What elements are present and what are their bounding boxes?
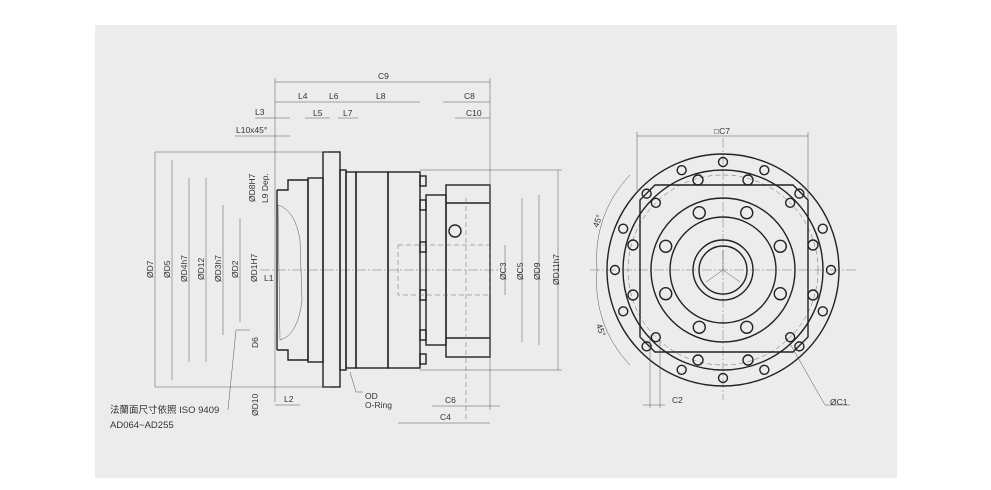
front-view: □C7 45° 45° C2 ØC1 bbox=[590, 126, 858, 408]
side-view-labels: C9 L4 L6 L8 C8 L3 L5 L7 C10 L10x45° ØD7 … bbox=[110, 71, 561, 431]
mounting-hole bbox=[609, 264, 621, 276]
dim-c8: C8 bbox=[464, 91, 475, 101]
dim-d6: D6 bbox=[250, 337, 260, 348]
bolt-head-icon bbox=[627, 289, 639, 301]
socket-screw-icon bbox=[773, 239, 787, 253]
dim-d2: ØD2 bbox=[230, 260, 240, 278]
dim-l4: L4 bbox=[298, 91, 308, 101]
dim-l3: L3 bbox=[255, 107, 265, 117]
dim-l6: L6 bbox=[329, 91, 339, 101]
mounting-hole bbox=[650, 197, 662, 209]
dim-c1: ØC1 bbox=[830, 397, 848, 407]
angle-45-lower: 45° bbox=[594, 322, 608, 338]
dim-c10: C10 bbox=[466, 108, 482, 118]
socket-screw-icon bbox=[740, 320, 754, 334]
socket-screw-icon bbox=[659, 239, 673, 253]
socket-screw-icon bbox=[659, 287, 673, 301]
mounting-hole bbox=[825, 264, 837, 276]
dim-d1: ØD1H7 bbox=[249, 253, 259, 282]
mounting-hole bbox=[618, 306, 629, 317]
dim-l10: L10x45° bbox=[236, 125, 267, 135]
dim-l9: L9 Dep. bbox=[260, 173, 270, 203]
dim-c6: C6 bbox=[445, 395, 456, 405]
dim-c9: C9 bbox=[378, 71, 389, 81]
dim-l5: L5 bbox=[313, 108, 323, 118]
mounting-hole bbox=[759, 165, 770, 176]
angle-45-upper: 45° bbox=[590, 213, 604, 229]
mounting-hole bbox=[641, 188, 652, 199]
mounting-hole bbox=[759, 364, 770, 375]
dim-d11: ØD11h7 bbox=[551, 254, 561, 285]
iso-note: 法蘭面尺寸依照 ISO 9409 bbox=[110, 404, 219, 416]
dim-d9: ØD9 bbox=[532, 262, 542, 280]
dim-d7: ØD7 bbox=[145, 260, 155, 278]
mounting-hole bbox=[618, 223, 629, 234]
bolt-head-icon bbox=[807, 289, 819, 301]
socket-screw-icon bbox=[692, 320, 706, 334]
bolt-head-icon bbox=[627, 239, 639, 251]
mounting-hole bbox=[641, 341, 652, 352]
grease-nipple-icon bbox=[448, 224, 462, 238]
dim-l7: L7 bbox=[343, 108, 353, 118]
mounting-hole bbox=[817, 306, 828, 317]
label-od: OD bbox=[365, 391, 378, 401]
socket-screw-icon bbox=[773, 287, 787, 301]
socket-screw-icon bbox=[740, 206, 754, 220]
dim-d5: ØD5 bbox=[162, 260, 172, 278]
side-view bbox=[154, 78, 562, 424]
dim-d3: ØD3h7 bbox=[213, 255, 223, 282]
model-range: AD064~AD255 bbox=[110, 420, 174, 431]
dim-l8: L8 bbox=[376, 91, 386, 101]
dim-d4: ØD4h7 bbox=[179, 255, 189, 282]
socket-screw-icon bbox=[692, 206, 706, 220]
mounting-hole bbox=[784, 197, 796, 209]
mounting-hole bbox=[794, 188, 805, 199]
bolt-head-icon bbox=[692, 174, 704, 186]
bolt-head-icon bbox=[742, 354, 754, 366]
dim-c2: C2 bbox=[672, 395, 683, 405]
mounting-hole bbox=[676, 364, 687, 375]
dim-l1: L1 bbox=[264, 273, 274, 283]
dim-l2: L2 bbox=[284, 394, 294, 404]
bolt-head-icon bbox=[692, 354, 704, 366]
label-o-ring: O-Ring bbox=[365, 400, 392, 410]
mounting-hole bbox=[784, 331, 796, 343]
dim-d8: ØD8H7 bbox=[247, 173, 257, 202]
mounting-hole bbox=[817, 223, 828, 234]
dim-c4: C4 bbox=[440, 412, 451, 422]
dim-d12: ØD12 bbox=[196, 258, 206, 280]
mounting-hole bbox=[676, 165, 687, 176]
dim-c3: ØC3 bbox=[498, 262, 508, 280]
dim-c7: □C7 bbox=[714, 126, 730, 136]
dim-d10: ØD10 bbox=[250, 394, 260, 416]
dim-c5: ØC5 bbox=[515, 262, 525, 280]
mounting-hole bbox=[650, 331, 662, 343]
bolt-head-icon bbox=[807, 239, 819, 251]
bolt-head-icon bbox=[742, 174, 754, 186]
mounting-hole bbox=[717, 156, 729, 168]
mounting-hole bbox=[717, 372, 729, 384]
flange-holes bbox=[609, 156, 837, 384]
mounting-hole bbox=[794, 341, 805, 352]
